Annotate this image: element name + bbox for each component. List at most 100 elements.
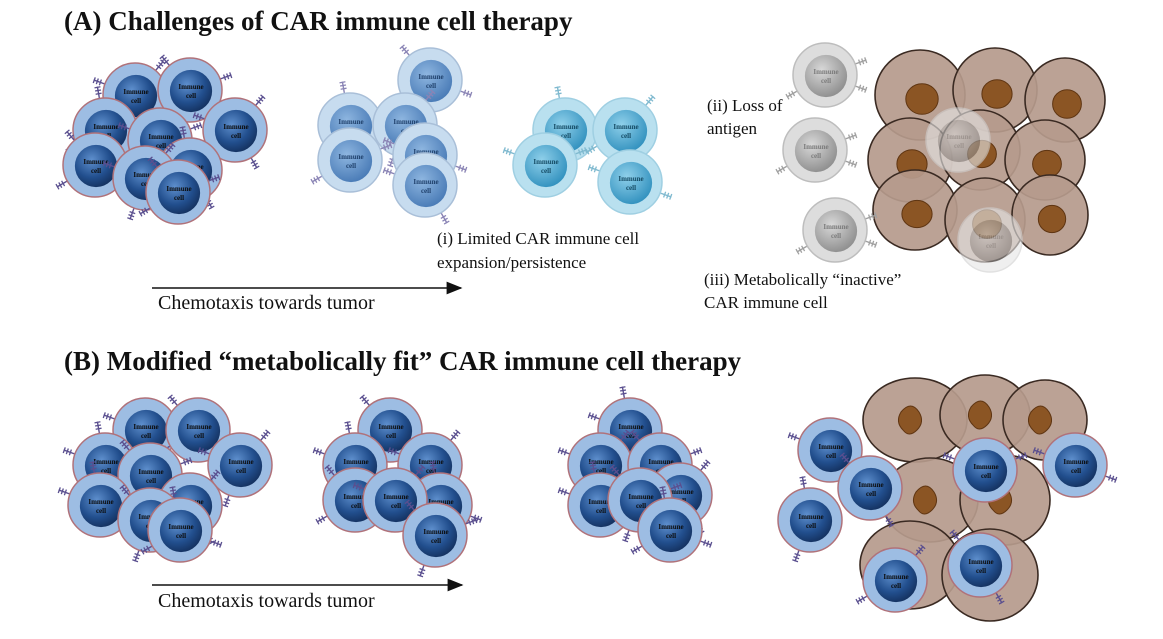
car-receptor: [699, 459, 711, 472]
chemotaxis-label-b: Chemotaxis towards tumor: [158, 590, 375, 612]
cell-label-line2: cell: [186, 92, 196, 100]
car-receptor: [557, 447, 572, 456]
cell-label-line1: Immune: [223, 123, 248, 131]
car-receptor: [775, 164, 789, 175]
cell-label-line1: Immune: [858, 481, 883, 489]
tumor-nucleus: [897, 405, 923, 435]
car-receptor: [1013, 452, 1028, 461]
car-receptor: [792, 548, 801, 563]
cell-label-line2: cell: [176, 532, 186, 540]
cell-nucleus: [157, 171, 201, 215]
car-receptor: [644, 94, 656, 107]
cell-label-line2: cell: [821, 77, 831, 85]
cell-label-line1: Immune: [418, 73, 443, 81]
cell-label-line2: cell: [596, 467, 606, 475]
cell-label-line1: Immune: [93, 123, 118, 131]
cell-label-line1: Immune: [393, 118, 418, 126]
car-receptor: [138, 206, 152, 217]
cell-label-line1: Immune: [978, 233, 1003, 241]
car-receptor: [855, 594, 869, 605]
car-receptor: [208, 539, 223, 548]
car-receptor: [949, 529, 961, 542]
car-receptor: [688, 447, 703, 456]
cell-label-line1: Immune: [668, 488, 693, 496]
car-receptor: [658, 191, 673, 200]
car-receptor: [1103, 474, 1118, 483]
cell-label-line1: Immune: [338, 118, 363, 126]
car-receptor: [439, 211, 450, 225]
cell-nucleus: [959, 544, 1003, 588]
cell-nucleus: [969, 219, 1013, 263]
car-receptor: [339, 81, 347, 95]
car-receptor: [57, 487, 72, 496]
cell-label-line1: Immune: [973, 463, 998, 471]
cell-label-line2: cell: [146, 477, 156, 485]
cell-label-line2: cell: [351, 502, 361, 510]
label-inactive-line2: CAR immune cell: [704, 293, 828, 312]
car-receptor: [863, 212, 878, 221]
cell-label-line1: Immune: [148, 133, 173, 141]
cell-label-line1: Immune: [613, 123, 638, 131]
cell-nucleus: [79, 484, 123, 528]
car-receptor: [140, 544, 154, 555]
cell-nucleus: [604, 109, 648, 153]
cell-label-line1: Immune: [228, 458, 253, 466]
cell-label-line2: cell: [626, 432, 636, 440]
cell-nucleus: [159, 509, 203, 553]
cell-label-line1: Immune: [428, 498, 453, 506]
car-receptor: [159, 54, 171, 67]
car-receptor: [659, 486, 667, 500]
car-receptor: [94, 421, 102, 435]
car-receptor: [94, 86, 102, 100]
cell-label-line1: Immune: [813, 68, 838, 76]
cell-label-line2: cell: [421, 187, 431, 195]
car-receptor: [914, 544, 926, 557]
tumor-nucleus: [1032, 149, 1062, 179]
cell-label-line2: cell: [156, 142, 166, 150]
cell-label-line2: cell: [141, 432, 151, 440]
immune-cell-layer: ImmunecellImmunecellImmunecellImmunecell…: [55, 42, 1118, 613]
tumor-nucleus: [912, 485, 938, 515]
car-receptor: [853, 84, 868, 93]
car-receptor: [698, 539, 713, 548]
label-inactive-line1: (iii) Metabolically “inactive”: [704, 270, 902, 289]
cell-label-line2: cell: [1071, 467, 1081, 475]
cell-label-line2: cell: [131, 97, 141, 105]
car-receptor: [843, 132, 858, 141]
cell-label-line1: Immune: [166, 185, 191, 193]
cell-label-line1: Immune: [946, 133, 971, 141]
car-receptor: [209, 469, 221, 482]
car-receptor: [192, 112, 207, 121]
label-expansion-line2: expansion/persistence: [437, 253, 587, 272]
car-receptor: [164, 142, 176, 155]
cell-nucleus: [374, 479, 418, 523]
car-receptor: [222, 493, 231, 508]
tumor-nucleus: [901, 199, 933, 229]
car-receptor: [378, 142, 393, 151]
cell-label-line2: cell: [194, 432, 204, 440]
panel-b-title: (B) Modified “metabolically fit” CAR imm…: [64, 346, 742, 376]
car-receptor: [557, 487, 572, 496]
car-receptor: [179, 126, 187, 140]
car-receptor: [154, 59, 166, 72]
cell-nucleus: [609, 161, 653, 205]
car-receptor: [315, 514, 329, 525]
cell-label-line1: Immune: [648, 458, 673, 466]
cell-label-line2: cell: [346, 162, 356, 170]
car-receptor: [839, 452, 851, 465]
car-receptor: [197, 447, 212, 456]
cell-label-line2: cell: [236, 467, 246, 475]
car-receptor: [573, 147, 588, 156]
car-receptor: [117, 122, 132, 131]
